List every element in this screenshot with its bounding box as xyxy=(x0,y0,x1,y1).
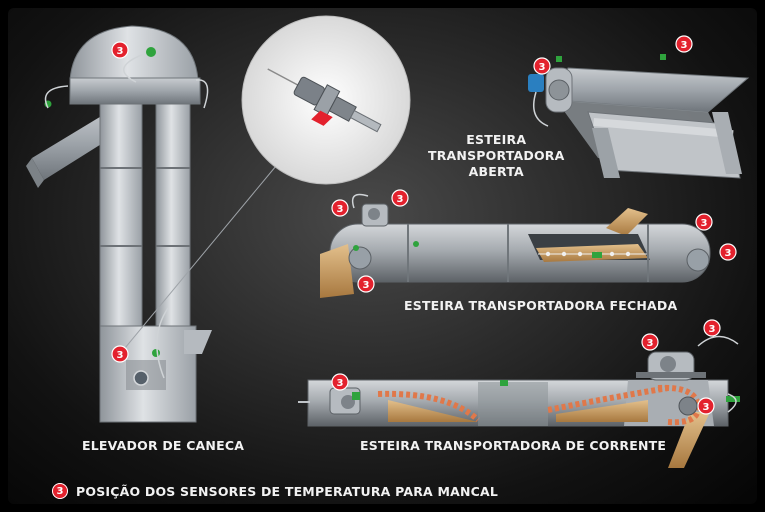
elevator-leg-left xyxy=(99,103,143,333)
open-belt-motor xyxy=(528,74,544,92)
sensor-badge: 3 xyxy=(357,275,375,293)
svg-text:3: 3 xyxy=(337,378,344,389)
svg-text:3: 3 xyxy=(703,402,710,413)
elevator-head xyxy=(69,25,199,81)
svg-text:3: 3 xyxy=(363,280,370,291)
legend: 3 POSIÇÃO DOS SENSORES DE TEMPERATURA PA… xyxy=(52,482,498,500)
sensor-badge: 3 xyxy=(703,319,721,337)
open-conveyor-label: ESTEIRA TRANSPORTADORA ABERTA xyxy=(428,132,564,180)
closed-belt-conveyor xyxy=(320,193,711,298)
chain-conveyor-label: ESTEIRA TRANSPORTADORA DE CORRENTE xyxy=(360,438,667,453)
chain-conveyor-outlet xyxy=(668,412,710,468)
svg-text:3: 3 xyxy=(681,40,688,51)
svg-text:3: 3 xyxy=(647,338,654,349)
bucket-elevator-label: ELEVADOR DE CANECA xyxy=(82,438,245,453)
sensor-badge: 3 xyxy=(111,41,129,59)
sensor-badges: 3 3 3 3 3 3 3 3 xyxy=(111,35,737,415)
svg-text:3: 3 xyxy=(701,218,708,229)
sensor-badge: 3 xyxy=(533,57,551,75)
chain-conveyor xyxy=(298,335,740,468)
svg-text:3: 3 xyxy=(337,204,344,215)
green-sensor xyxy=(146,47,156,57)
bucket-elevator xyxy=(26,25,212,423)
svg-text:3: 3 xyxy=(117,46,124,57)
open-conveyor-label-line-3: ABERTA xyxy=(468,164,524,179)
open-conveyor-label-line-2: TRANSPORTADORA xyxy=(428,148,565,163)
sensor-badge: 3 xyxy=(391,189,409,207)
legend-badge: 3 xyxy=(52,483,68,499)
sensor-badge: 3 xyxy=(331,199,349,217)
closed-conveyor-tube xyxy=(329,223,711,283)
open-belt-conveyor xyxy=(528,54,750,179)
closed-conveyor-label: ESTEIRA TRANSPORTADORA FECHADA xyxy=(404,298,678,313)
svg-text:3: 3 xyxy=(709,324,716,335)
sensor-badge: 3 xyxy=(675,35,693,53)
equipment-illustration: 3 3 3 3 3 3 3 3 xyxy=(26,15,750,468)
sensor-badge: 3 xyxy=(111,345,129,363)
diagram-panel: 3 3 3 3 3 3 3 3 xyxy=(8,8,757,504)
svg-text:3: 3 xyxy=(397,194,404,205)
svg-text:3: 3 xyxy=(117,350,124,361)
sensor-badge: 3 xyxy=(641,333,659,351)
svg-text:3: 3 xyxy=(539,62,546,73)
sensor-badge: 3 xyxy=(331,373,349,391)
elevator-leg-right xyxy=(155,103,191,333)
callout-line xyxy=(119,165,277,355)
svg-text:3: 3 xyxy=(725,248,732,259)
open-conveyor-label-line-1: ESTEIRA xyxy=(466,132,527,147)
sensor-badge: 3 xyxy=(697,397,715,415)
sensor-magnifier xyxy=(241,15,411,185)
sensor-badge: 3 xyxy=(719,243,737,261)
sensor-badge: 3 xyxy=(695,213,713,231)
legend-text: POSIÇÃO DOS SENSORES DE TEMPERATURA PARA… xyxy=(76,483,499,499)
